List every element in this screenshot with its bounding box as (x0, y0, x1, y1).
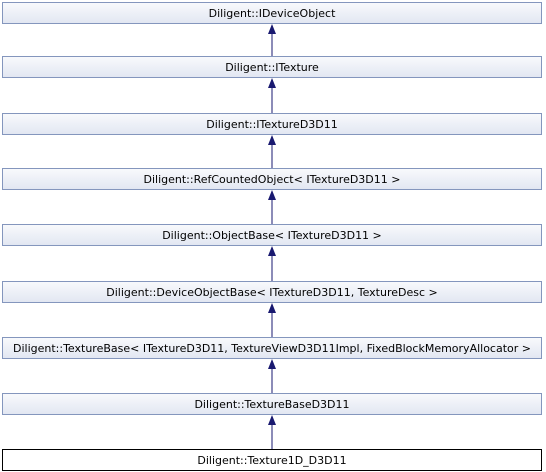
inheritance-arrow (268, 190, 276, 224)
inheritance-arrow (268, 135, 276, 168)
inheritance-arrow (268, 78, 276, 113)
inheritance-arrow (268, 415, 276, 449)
node-itexture[interactable]: Diligent::ITexture (2, 56, 542, 78)
node-texturebased3d11[interactable]: Diligent::TextureBaseD3D11 (2, 393, 542, 415)
node-ideviceobject[interactable]: Diligent::IDeviceObject (2, 2, 542, 24)
inheritance-arrow (268, 246, 276, 281)
node-texture1d-d3d11: Diligent::Texture1D_D3D11 (2, 449, 542, 471)
node-refcountedobject[interactable]: Diligent::RefCountedObject< ITextureD3D1… (2, 168, 542, 190)
node-objectbase[interactable]: Diligent::ObjectBase< ITextureD3D11 > (2, 224, 542, 246)
inheritance-arrow (268, 303, 276, 337)
node-itextured3d11[interactable]: Diligent::ITextureD3D11 (2, 113, 542, 135)
inheritance-arrow (268, 359, 276, 393)
node-texturebase[interactable]: Diligent::TextureBase< ITextureD3D11, Te… (2, 337, 542, 359)
node-deviceobjectbase[interactable]: Diligent::DeviceObjectBase< ITextureD3D1… (2, 281, 542, 303)
inheritance-arrow (268, 24, 276, 56)
